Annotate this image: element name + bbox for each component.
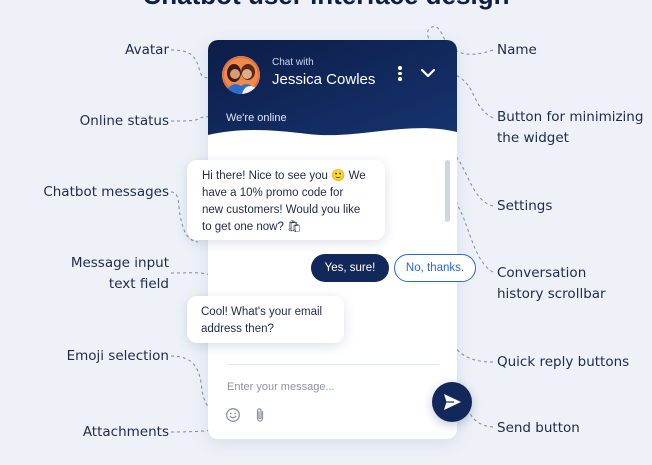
quick-reply-no[interactable]: No, thanks. — [394, 254, 476, 282]
chatbot-message-2: Cool! What's your email address then? — [187, 296, 344, 343]
callout-message-input-line1: Message input — [70, 255, 169, 271]
callout-attachments: Attachments — [82, 424, 169, 440]
smiley-icon — [226, 408, 240, 422]
callout-quick-reply: Quick reply buttons — [497, 354, 630, 370]
callout-message-input: Message input text field — [40, 253, 169, 295]
callout-scrollbar-line1: Conversation — [497, 265, 587, 281]
kebab-menu-icon-dot — [398, 71, 402, 75]
message-line: have a 10% promo code for — [202, 187, 344, 199]
leader-name — [347, 26, 494, 79]
callout-name: Name — [497, 42, 537, 58]
kebab-menu-icon-dot — [398, 77, 402, 81]
minimize-button[interactable] — [418, 64, 438, 82]
emoji-button[interactable] — [225, 407, 241, 423]
settings-button[interactable] — [394, 64, 406, 84]
chatbot-message-1: Hi there! Nice to see you 🙂 We have a 10… — [187, 160, 385, 240]
kebab-menu-icon — [398, 66, 402, 70]
avatar[interactable] — [222, 56, 260, 94]
chat-with-label: Chat with — [272, 57, 314, 68]
chat-header: Chat with Jessica Cowles We're online — [208, 40, 457, 140]
callout-message-input-line2: text field — [108, 276, 169, 292]
agent-name: Jessica Cowles — [272, 71, 376, 88]
input-divider — [227, 364, 439, 365]
message-line: new customers! Would you like — [202, 204, 361, 216]
leader-chatbot-messages — [170, 191, 199, 243]
message-line: Cool! What's your email — [201, 306, 323, 318]
send-button[interactable] — [432, 382, 472, 422]
callout-scrollbar: Conversation history scrollbar — [497, 263, 606, 305]
page-title: Chatbot user interface design — [0, 0, 652, 11]
message-line: to get one now? 🛍 — [202, 221, 302, 233]
callout-scrollbar-line2: history scrollbar — [497, 286, 606, 302]
callout-minimize-line1: Button for minimizing — [497, 109, 644, 125]
paperclip-icon — [256, 408, 264, 422]
paper-plane-icon — [444, 394, 461, 410]
callout-chatbot-messages: Chatbot messages — [43, 184, 169, 200]
callout-settings: Settings — [497, 198, 553, 214]
callout-minimize: Button for minimizing the widget — [497, 107, 643, 149]
online-status: We're online — [226, 112, 287, 124]
quick-reply-yes[interactable]: Yes, sure! — [311, 254, 389, 282]
callout-minimize-line2: the widget — [497, 130, 569, 146]
conversation-scrollbar[interactable] — [445, 160, 450, 222]
callout-online-status: Online status — [79, 113, 169, 129]
header-background — [208, 40, 457, 136]
callout-avatar: Avatar — [125, 42, 169, 58]
chevron-down-icon — [420, 68, 436, 78]
avatar-photo-icon — [222, 56, 260, 94]
message-line: address then? — [201, 323, 274, 335]
message-line: Hi there! Nice to see you 🙂 We — [202, 170, 366, 182]
callout-send: Send button — [497, 420, 580, 436]
message-input[interactable] — [227, 377, 407, 397]
callout-emoji-selection: Emoji selection — [66, 348, 169, 364]
attachment-button[interactable] — [252, 407, 268, 423]
